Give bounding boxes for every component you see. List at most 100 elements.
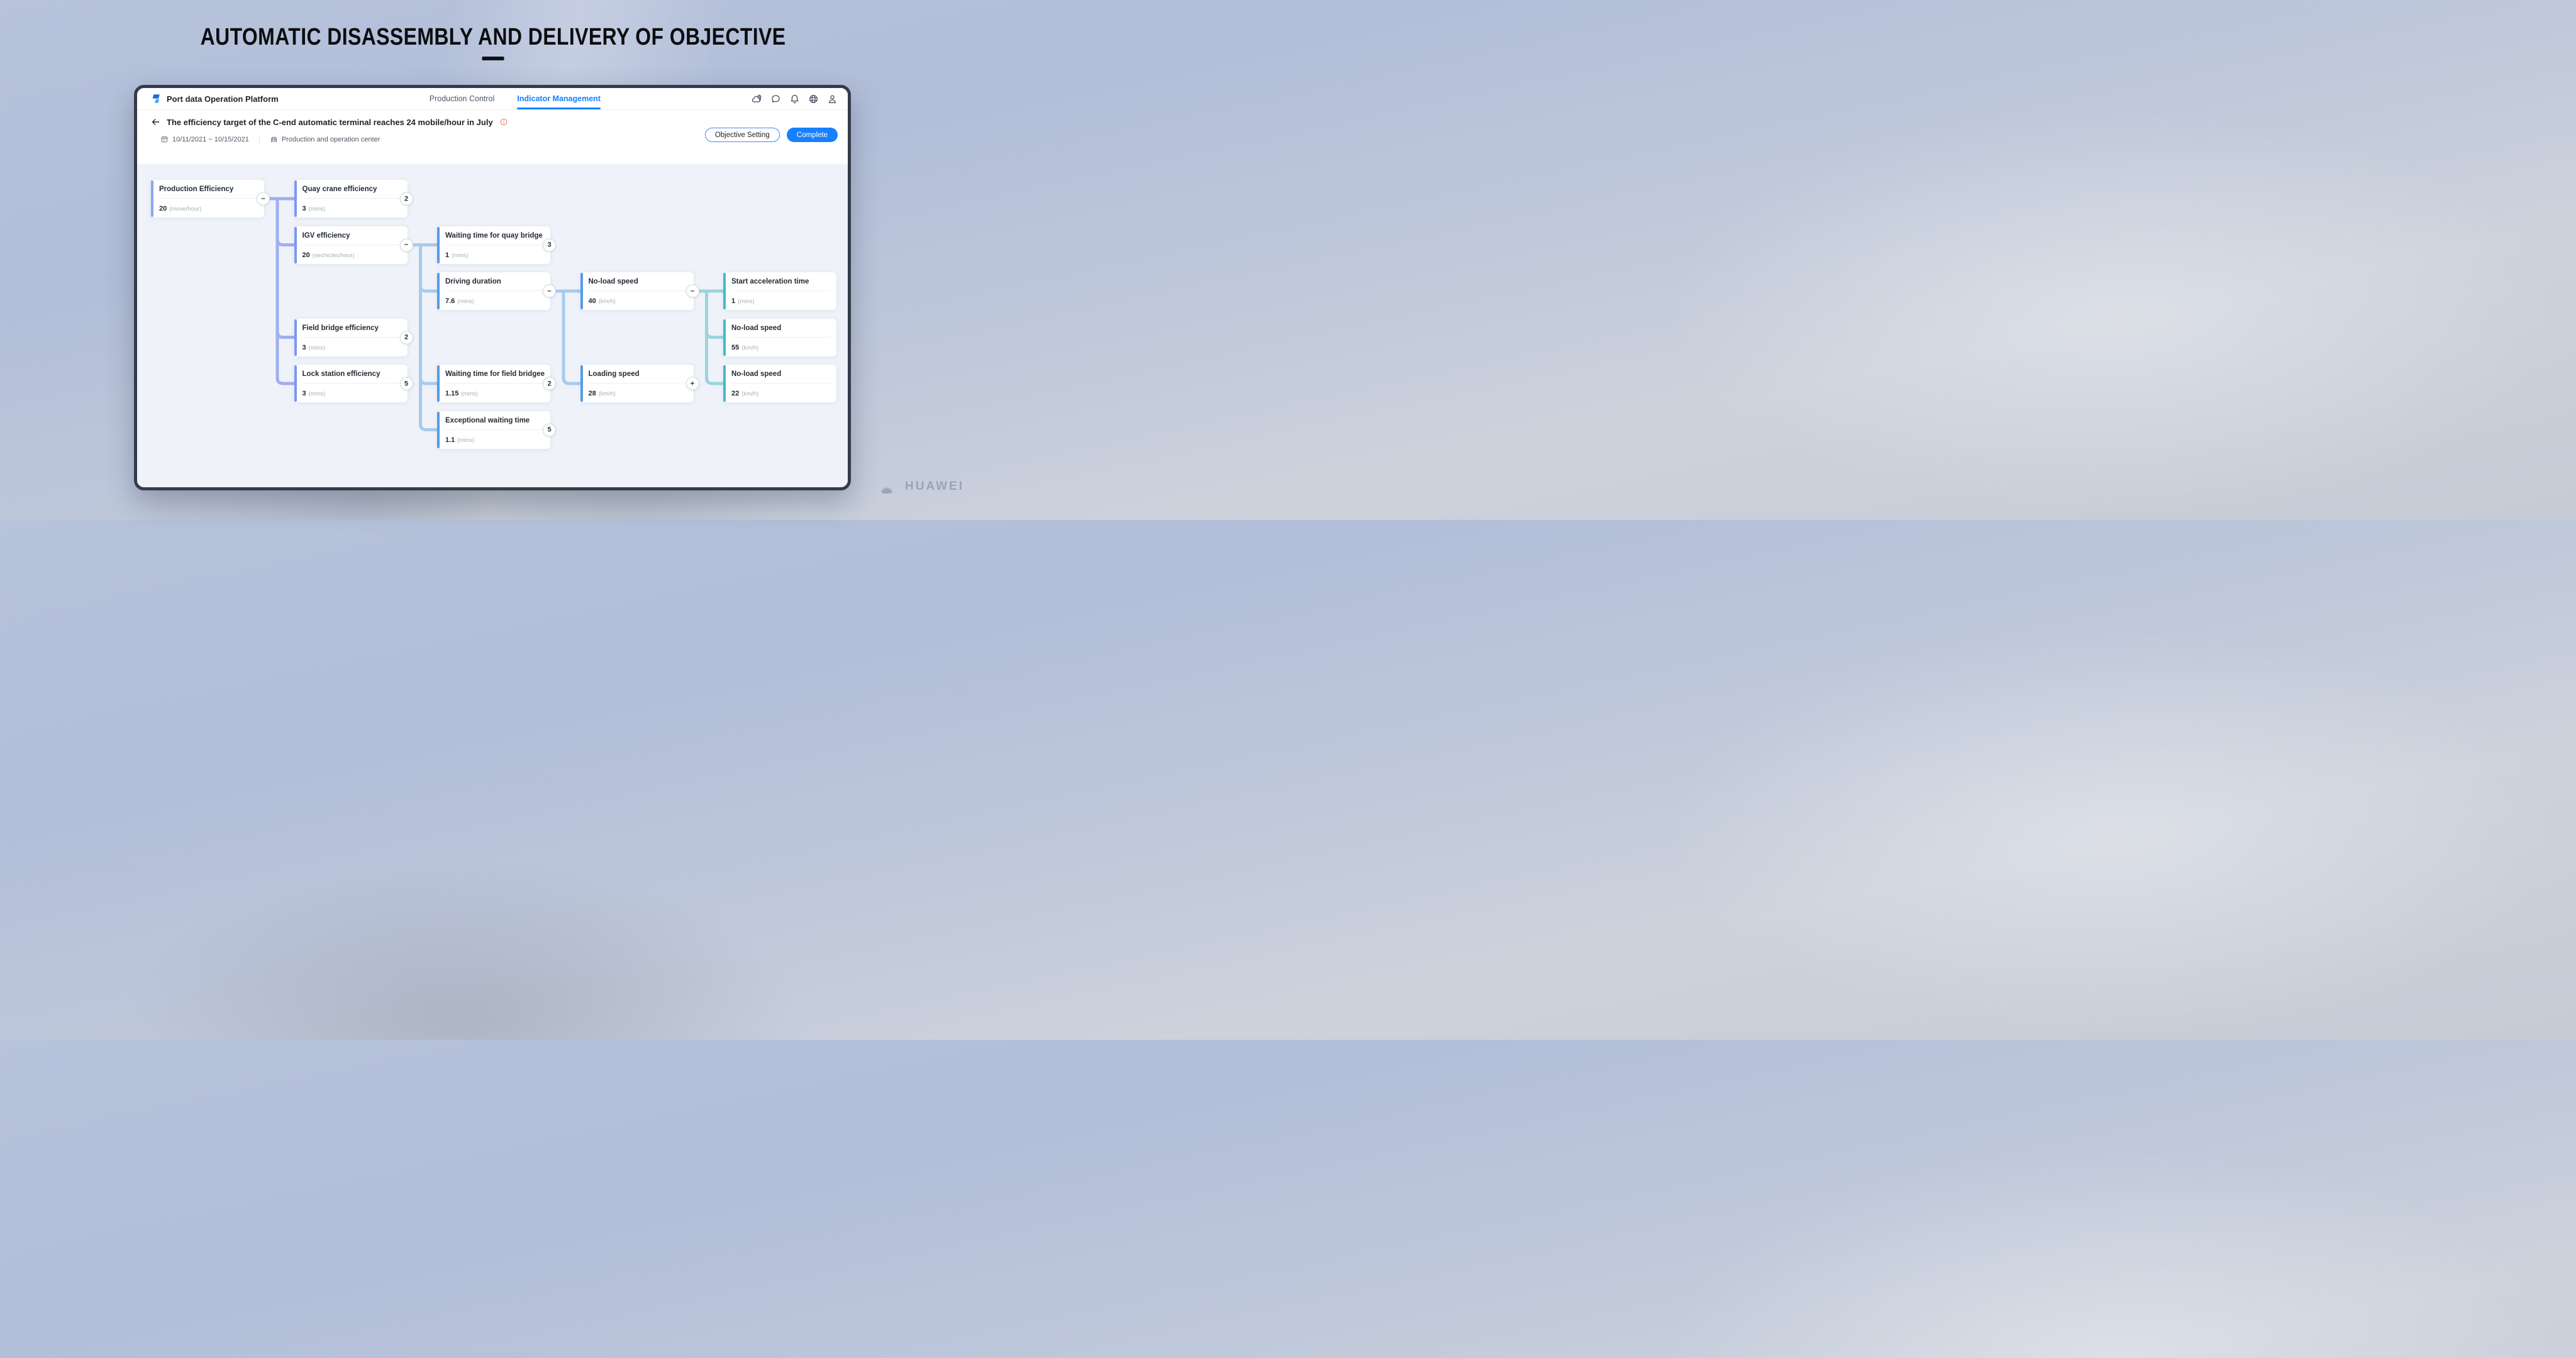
weather-icon[interactable]	[752, 94, 762, 104]
tab-production-control[interactable]: Production Control	[429, 94, 495, 103]
node-value: 20(move/hour)	[159, 205, 202, 213]
topbar-icons	[752, 94, 838, 104]
node-badge[interactable]: 2	[399, 192, 413, 206]
platform-name: Port data Operation Platform	[167, 94, 279, 104]
page-title: AUTOMATIC DISASSEMBLY AND DELIVERY OF OB…	[200, 24, 786, 50]
node-badge[interactable]: 5	[543, 423, 556, 436]
brand: Port data Operation Platform	[151, 94, 279, 104]
tree-node-igv[interactable]: IGV efficiency 20(vechicles/hour) −	[294, 226, 413, 264]
tree-node-field[interactable]: Field bridge efficiency 3(mins) 2	[294, 318, 413, 356]
objective-meta: 10/11/2021 ~ 10/15/2021 Production and o…	[160, 135, 838, 143]
title-underline	[482, 57, 504, 60]
node-title: IGV efficiency	[302, 231, 350, 240]
node-title: No-load speed	[731, 324, 782, 332]
back-arrow-icon[interactable]	[150, 116, 161, 128]
date-range: 10/11/2021 ~ 10/15/2021	[160, 135, 249, 143]
bell-icon[interactable]	[789, 94, 800, 104]
node-badge[interactable]: −	[257, 192, 270, 206]
node-badge[interactable]: 2	[399, 331, 413, 344]
objective-tree-canvas: Production Efficiency 20(move/hour) − Quay …	[137, 164, 848, 487]
node-unit: (mins)	[461, 390, 478, 397]
node-title: Waiting time for quay bridge	[445, 231, 543, 240]
tree-node-lock[interactable]: Lock station efficiency 3(mins) 5	[294, 365, 413, 402]
node-unit: (vechicles/hour)	[312, 251, 355, 259]
meta-divider	[258, 135, 260, 143]
node-badge[interactable]: −	[543, 284, 556, 298]
node-unit: (mins)	[308, 390, 326, 397]
tree-node-noload22[interactable]: No-load speed 22(km/h)	[723, 365, 836, 402]
node-title: Loading speed	[588, 370, 640, 378]
node-value: 20(vechicles/hour)	[302, 251, 355, 259]
app-window: Port data Operation Platform Production …	[134, 85, 851, 490]
tree-node-wtfb[interactable]: Waiting time for field bridgee 1.15(mins)…	[437, 365, 556, 402]
node-title: No-load speed	[588, 278, 638, 285]
tree-node-quay[interactable]: Quay crane efficiency 3(mins) 2	[294, 180, 413, 218]
tree-node-start[interactable]: Start acceleration time 1(mins)	[723, 272, 836, 310]
node-divider	[445, 429, 544, 430]
port-platform-logo	[151, 94, 162, 104]
node-title: Production Efficiency	[159, 185, 234, 193]
node-divider	[445, 383, 544, 384]
objective-header: The efficiency target of the C-end autom…	[137, 110, 848, 164]
node-title: Waiting time for field bridgee	[445, 370, 545, 378]
tree-edge	[419, 245, 440, 385]
node-unit: (km/h)	[741, 390, 759, 397]
node-unit: (mins)	[308, 344, 326, 351]
node-title: Quay crane efficiency	[302, 185, 377, 193]
node-badge[interactable]: +	[686, 377, 699, 390]
node-badge[interactable]: −	[399, 238, 413, 251]
node-divider	[301, 336, 401, 338]
node-value: 22(km/h)	[731, 390, 759, 397]
globe-icon[interactable]	[808, 94, 819, 104]
node-value: 1.15(mins)	[445, 390, 478, 397]
calendar-icon	[161, 136, 168, 143]
tree-node-driving[interactable]: Driving duration 7.6(mins) −	[437, 272, 556, 310]
node-badge[interactable]: 3	[543, 238, 556, 251]
node-unit: (km/h)	[741, 344, 759, 351]
node-value: 3(mins)	[302, 390, 326, 397]
node-value: 1(mins)	[731, 297, 755, 305]
node-divider	[731, 336, 830, 338]
node-divider	[301, 383, 401, 384]
tree-edge	[562, 291, 583, 385]
objective-setting-button[interactable]: Objective Setting	[704, 128, 780, 142]
node-title: Start acceleration time	[731, 278, 809, 285]
tree-edge	[419, 245, 440, 431]
node-unit: (km/h)	[598, 298, 616, 305]
tree-edge	[275, 199, 297, 339]
tree-connectors	[264, 197, 726, 431]
node-value: 55(km/h)	[731, 343, 759, 351]
user-icon[interactable]	[827, 94, 838, 104]
department: Production and operation center	[270, 135, 380, 143]
node-badge[interactable]: −	[686, 284, 699, 298]
chat-icon[interactable]	[770, 94, 781, 104]
organization-icon	[270, 136, 277, 143]
node-unit: (mins)	[308, 206, 326, 213]
huawei-branding: HUAWEI	[874, 478, 964, 495]
tree-node-root[interactable]: Production Efficiency 20(move/hour) −	[151, 180, 270, 218]
node-title: Driving duration	[445, 278, 501, 285]
node-badge[interactable]: 5	[399, 377, 413, 390]
node-value: 1.1(mins)	[445, 436, 474, 444]
node-title: Lock station efficiency	[302, 370, 380, 378]
tab-indicator-management[interactable]: Indicator Management	[517, 88, 601, 109]
node-title: No-load speed	[731, 370, 782, 378]
complete-button[interactable]: Complete	[786, 128, 838, 142]
node-value: 3(mins)	[302, 343, 326, 351]
node-unit: (mins)	[457, 298, 474, 305]
node-divider	[731, 290, 830, 291]
node-value: 3(mins)	[302, 205, 326, 213]
node-title: Field bridge efficiency	[302, 324, 379, 332]
tree-edge	[705, 291, 726, 385]
node-value: 7.6(mins)	[445, 297, 474, 305]
node-badge[interactable]: 2	[543, 377, 556, 390]
info-icon[interactable]	[500, 118, 508, 126]
node-unit: (km/h)	[598, 390, 616, 397]
huawei-flower-logo	[880, 487, 893, 494]
node-unit: (mins)	[452, 251, 469, 259]
tree-node-noload55[interactable]: No-load speed 55(km/h)	[723, 318, 836, 356]
